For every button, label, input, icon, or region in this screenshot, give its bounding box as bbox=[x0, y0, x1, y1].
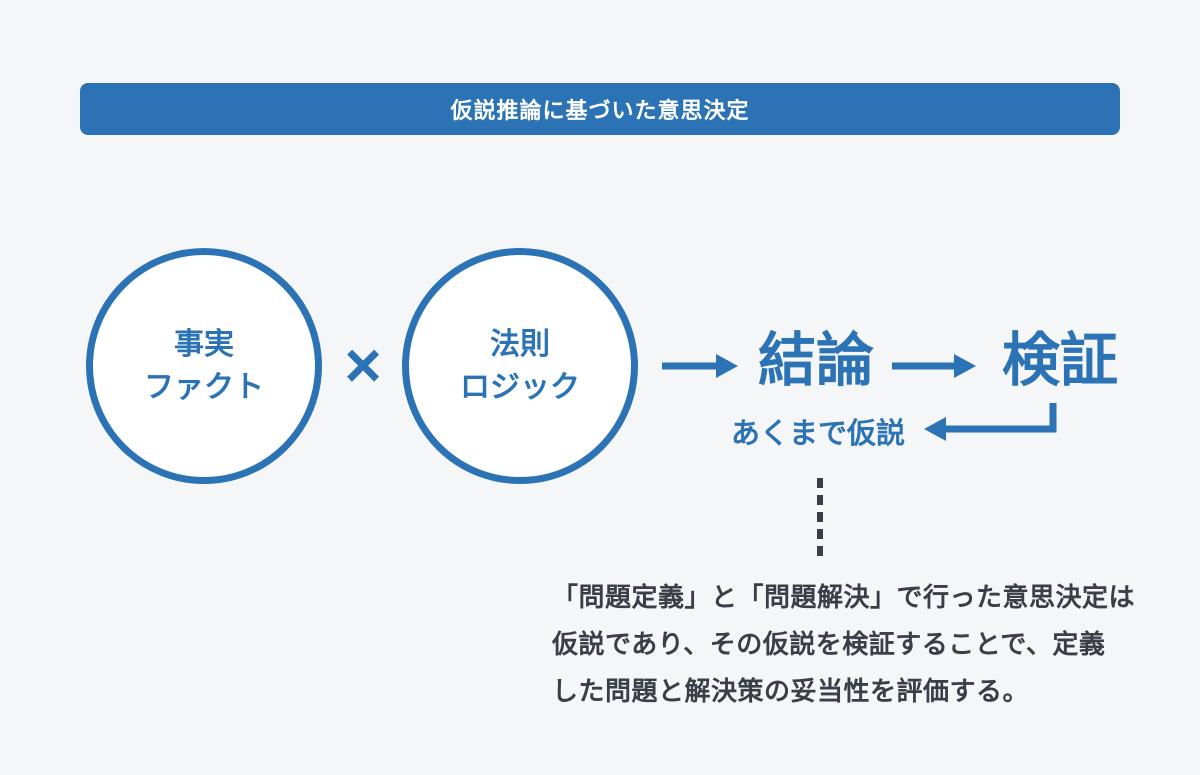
multiply-icon: × bbox=[344, 329, 382, 401]
fact-circle: 事実 ファクト bbox=[86, 248, 322, 484]
verification-label: 検証 bbox=[1001, 328, 1118, 393]
caption-line: 仮説であり、その仮説を検証することで、定義 bbox=[552, 629, 1106, 659]
arrow-right-icon bbox=[662, 354, 738, 378]
page-title: 仮説推論に基づいた意思決定 bbox=[450, 98, 750, 123]
caption-line: 「問題定義」と「問題解決」で行った意思決定は bbox=[552, 582, 1136, 612]
hypothesis-note-label: あくまで仮説 bbox=[730, 418, 905, 450]
feedback-arrow-icon bbox=[924, 403, 1057, 441]
logic-circle: 法則 ロジック bbox=[402, 248, 638, 484]
fact-circle-label-line1: 事実 bbox=[174, 327, 234, 361]
logic-circle-label-line2: ロジック bbox=[460, 371, 580, 404]
fact-circle-label-line2: ファクト bbox=[144, 371, 264, 404]
conclusion-label: 結論 bbox=[757, 328, 874, 393]
caption-line: した問題と解決策の妥当性を評価する。 bbox=[552, 676, 1030, 706]
header-bar: 仮説推論に基づいた意思決定 bbox=[80, 83, 1120, 135]
arrow-right-icon bbox=[892, 354, 976, 378]
logic-circle-label-line1: 法則 bbox=[490, 327, 550, 361]
caption-paragraph: 「問題定義」と「問題解決」で行った意思決定は 仮説であり、その仮説を検証すること… bbox=[552, 574, 1136, 715]
